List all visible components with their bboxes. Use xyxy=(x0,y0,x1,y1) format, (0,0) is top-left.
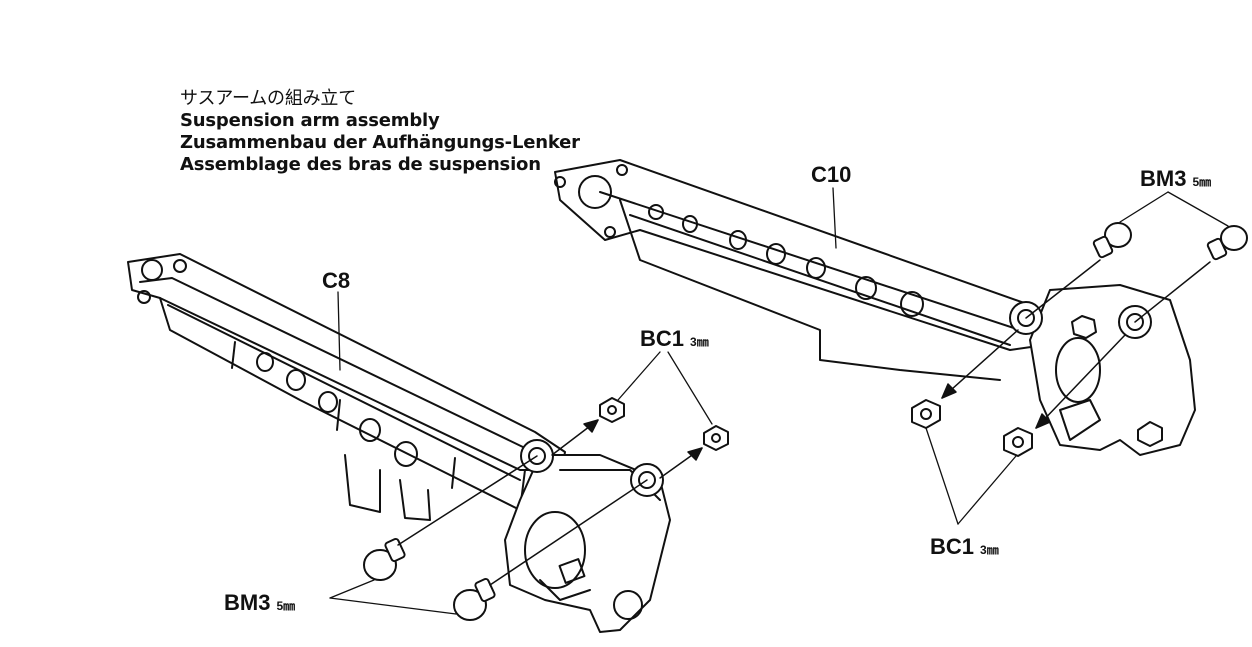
fastener-size: 3㎜ xyxy=(690,335,709,349)
nut-bc1-left-1 xyxy=(599,397,625,423)
leader-lines xyxy=(329,187,1229,615)
fastener-size: 5㎜ xyxy=(1192,175,1212,189)
screw-bm3-left-1 xyxy=(363,537,406,581)
suspension-arm-c10 xyxy=(554,159,1196,456)
fastener-size: 3㎜ xyxy=(980,543,999,557)
title-german: Zusammenbau der Aufhängungs-Lenker xyxy=(180,132,580,153)
assembly-lines-left xyxy=(397,419,703,586)
screw-bm3-left-2 xyxy=(453,577,496,621)
screw-bm3-right-2 xyxy=(1206,225,1248,261)
suspension-arm-c8 xyxy=(127,253,671,633)
title-french: Assemblage des bras de suspension xyxy=(180,154,541,175)
nut-bc1-left-2 xyxy=(703,425,729,451)
instruction-title-block: サスアームの組み立て Suspension arm assembly Zusam… xyxy=(180,88,580,176)
fastener-size: 5㎜ xyxy=(276,599,296,613)
title-japanese: サスアームの組み立て xyxy=(180,88,357,109)
fastener-label-bc1-left: BC1 3㎜ xyxy=(640,326,709,352)
title-english: Suspension arm assembly xyxy=(180,110,440,131)
fastener-code: BC1 xyxy=(930,534,975,559)
nut-bc1-right-1 xyxy=(911,399,941,429)
part-label-c10: C10 xyxy=(811,162,852,187)
part-label-c8: C8 xyxy=(322,268,351,293)
fastener-code: BM3 xyxy=(224,590,271,615)
fastener-code: BM3 xyxy=(1140,166,1187,191)
fastener-code: BC1 xyxy=(640,326,685,351)
fastener-label-bm3-left: BM3 5㎜ xyxy=(224,590,295,616)
fastener-label-bm3-right: BM3 5㎜ xyxy=(1140,166,1211,192)
assembly-lines-right xyxy=(941,259,1211,429)
fastener-label-bc1-right: BC1 3㎜ xyxy=(930,534,999,560)
screw-bm3-right-1 xyxy=(1092,222,1132,259)
nut-bc1-right-2 xyxy=(1003,427,1033,457)
